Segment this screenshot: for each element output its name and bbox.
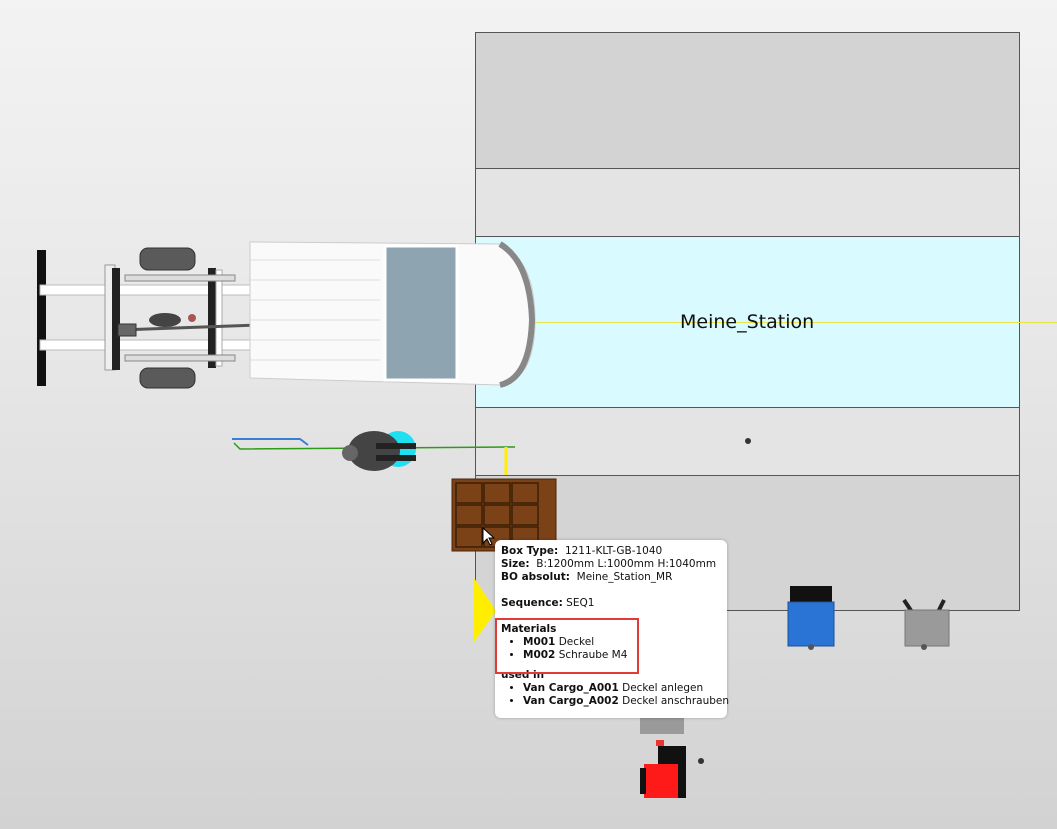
list-item: Van Cargo_A001 Deckel anlegen [523, 682, 721, 695]
size-value: B:1200mm L:1000mm H:1040mm [536, 558, 717, 570]
station-label: Meine_Station [680, 311, 815, 333]
material-id: M001 [523, 636, 556, 648]
worker-path [232, 438, 516, 475]
red-bin[interactable] [640, 738, 688, 802]
bo-value: Meine_Station_MR [576, 571, 673, 583]
blue-bin[interactable] [786, 584, 836, 650]
materials-title: Materials [501, 623, 557, 635]
list-item: M002 Schraube M4 [523, 649, 721, 662]
cursor-icon [482, 527, 496, 546]
material-name: Deckel [558, 636, 595, 648]
material-name: Schraube M4 [558, 649, 628, 661]
marker-icon [745, 438, 751, 444]
materials-list: M001 Deckel M002 Schraube M4 [501, 636, 721, 662]
size-label: Size: [501, 558, 530, 570]
layout-zone-top [475, 32, 1020, 169]
used-in-title: used in [501, 669, 545, 681]
sequence-value: SEQ1 [566, 597, 595, 609]
position-marker-icon [474, 578, 496, 642]
bo-label: BO absolut: [501, 571, 570, 583]
operation-id: Van Cargo_A001 [523, 682, 619, 694]
operation-name: Deckel anschrauben [622, 695, 730, 707]
marker-icon [698, 758, 704, 764]
list-item: M001 Deckel [523, 636, 721, 649]
grey-rack [640, 716, 684, 734]
used-in-list: Van Cargo_A001 Deckel anlegen Van Cargo_… [501, 682, 729, 708]
material-id: M002 [523, 649, 556, 661]
object-tooltip: Box Type: 1211-KLT-GB-1040 Size: B:1200m… [495, 540, 729, 718]
box-type-value: 1211-KLT-GB-1040 [564, 545, 663, 557]
list-item: Van Cargo_A002 Deckel anschrauben [523, 695, 729, 708]
grey-bin[interactable] [900, 598, 952, 650]
sequence-label: Sequence: [501, 597, 563, 609]
worker-icon[interactable] [336, 425, 426, 477]
box-type-label: Box Type: [501, 545, 559, 557]
station-axis-line [475, 322, 1057, 323]
operation-name: Deckel anlegen [622, 682, 704, 694]
layout-zone-aisle-upper [475, 168, 1020, 237]
material-crate[interactable] [450, 477, 558, 553]
van-model[interactable] [30, 240, 550, 400]
operation-id: Van Cargo_A002 [523, 695, 619, 707]
